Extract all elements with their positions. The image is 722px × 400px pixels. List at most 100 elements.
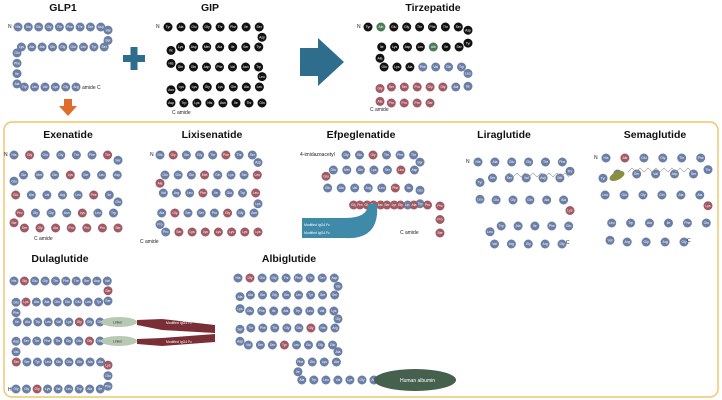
lira-residue-bead <box>559 195 569 205</box>
gip-residue-label: Gln <box>191 65 196 69</box>
dula-2-residue-label: Lys <box>45 387 50 391</box>
albi-residue-bead <box>345 375 355 385</box>
glp1-residue-bead <box>103 35 113 45</box>
lira-residue-bead <box>565 166 575 176</box>
sema-residue-label: Gly <box>681 240 686 244</box>
albi-residue-label: Glu <box>310 360 315 364</box>
lixi-residue-bead <box>161 227 171 237</box>
exen-residue-bead <box>50 170 60 180</box>
gip-residue-label: Asp <box>168 101 174 105</box>
exen-residue-label: Ser <box>115 226 121 230</box>
gip-residue-bead <box>163 22 173 32</box>
dula-1-residue-bead <box>54 317 63 327</box>
lixi-residue-bead <box>186 170 196 180</box>
lixi-residue-label: His <box>158 153 163 157</box>
lixi-residue-label: Ala <box>159 211 164 215</box>
lixi-residue-label: Arg <box>174 191 179 195</box>
sema-residue-label: Ile <box>667 221 671 225</box>
albi-residue-label: Phe <box>260 326 266 330</box>
efpeg-residue-bead <box>355 165 365 175</box>
exen-residue-label: Asn <box>64 211 70 215</box>
gip-residue-bead <box>215 42 225 52</box>
albi-residue-bead <box>255 340 265 350</box>
efpeg-residue-label: Gln <box>358 168 363 172</box>
glp1-residue-label: Lys <box>19 45 24 49</box>
glp1-residue-label: Ala <box>29 45 34 49</box>
exen-residue-bead <box>35 223 45 233</box>
efpeg-residue-bead <box>382 165 392 175</box>
glp1-residue-bead <box>54 22 64 32</box>
dula-2-residue-label: Ser <box>24 339 30 343</box>
sema-residue-bead <box>658 153 668 163</box>
tirz-residue-bead <box>403 42 412 52</box>
dula-2-residue-label: Gly <box>24 387 29 391</box>
sema-residue-label: Leu <box>602 193 608 197</box>
dula-1-residue-bead <box>94 297 104 307</box>
dula-2-residue-bead <box>53 384 63 394</box>
dula-1-residue-bead <box>102 276 112 286</box>
albi-residue-label: Ser <box>320 293 326 297</box>
sema-residue-bead <box>703 165 713 175</box>
gip-residue-label: Asn <box>168 88 174 92</box>
lixi-residue-label: Lys <box>203 230 208 234</box>
albi-residue-bead <box>328 340 338 350</box>
gip-residue-label: Met <box>204 45 210 49</box>
tirz-residue-label: Lys <box>392 45 397 49</box>
dula-1-residue-label: Leu <box>85 300 91 304</box>
sema-residue-label: Phe <box>698 156 704 160</box>
exen-residue-bead <box>66 223 76 233</box>
albi-residue-label: Ser <box>258 343 264 347</box>
gip-residue-label: Asp <box>259 35 265 39</box>
dula-2-residue-bead <box>53 336 63 346</box>
gip-residue-bead <box>241 22 251 32</box>
glp1-residue-label: Ile <box>15 72 19 76</box>
gip-residue-bead <box>215 62 224 72</box>
tirz-residue-label: Ile <box>380 45 384 49</box>
albi-residue-bead <box>257 273 267 283</box>
tirz-residue-bead <box>425 98 435 108</box>
exen-residue-label: Ser <box>22 226 28 230</box>
dula-2-residue-label: Leu <box>45 360 51 364</box>
efpeg-c-terminus: C amide <box>400 230 419 236</box>
glp1-residue-bead <box>12 58 22 68</box>
exen-residue-label: Glu <box>21 173 26 177</box>
tirz-residue-label: Ala <box>378 100 383 104</box>
dula-2-residue-bead <box>11 347 21 357</box>
dula-2-residue-bead <box>11 384 21 394</box>
lixi-residue-label: Ile <box>214 191 218 195</box>
lixi-residue-bead <box>221 150 231 160</box>
arrow-down-icon <box>59 99 77 116</box>
gip-residue-bead <box>192 98 202 108</box>
gip-residue-label: Gln <box>231 85 236 89</box>
exen-residue-bead <box>81 170 91 180</box>
efpeg-residue-bead <box>396 165 406 175</box>
albi-residue-label: Thr <box>308 276 314 280</box>
dula-2-residue-label: Ile <box>99 387 103 391</box>
albi-residue-label: Gly <box>335 317 340 321</box>
exen-residue-bead <box>104 190 114 200</box>
sema-residue-bead <box>657 190 667 200</box>
glp1-residue-bead <box>30 82 40 92</box>
lira-residue-label: Ile <box>533 224 537 228</box>
albi-residue-label: Ala <box>283 309 288 313</box>
sema-residue-label: Val <box>653 172 658 176</box>
lira-residue-bead <box>523 239 533 249</box>
lixi-residue-label: Met <box>202 173 208 177</box>
tirz-residue-label: Pro <box>389 101 394 105</box>
dula-2-residue-label: Gly <box>13 387 18 391</box>
gip-c-terminus: C amide <box>172 110 191 116</box>
efpeg-residue-label: Gly <box>343 153 348 157</box>
efpeg-residue-label: Lys <box>371 168 376 172</box>
efpeg-residue-label: Arg <box>366 186 371 190</box>
lira-residue-label: Gly <box>559 242 564 246</box>
dula-1-residue-label: Tyr <box>96 300 102 304</box>
albi-residue-bead <box>258 290 267 300</box>
exen-residue-label: Gly <box>49 211 54 215</box>
exen-residue-bead <box>65 170 75 180</box>
dula-fc-label-1: Modified IgG4 Fc <box>166 321 192 325</box>
lixi-residue-label: Lys <box>190 230 195 234</box>
tirz-residue-label: Ser <box>456 25 462 29</box>
lixi-residue-bead <box>155 150 165 160</box>
albi-residue-bead <box>281 306 291 316</box>
tirz-residue-label: Ala <box>407 65 412 69</box>
